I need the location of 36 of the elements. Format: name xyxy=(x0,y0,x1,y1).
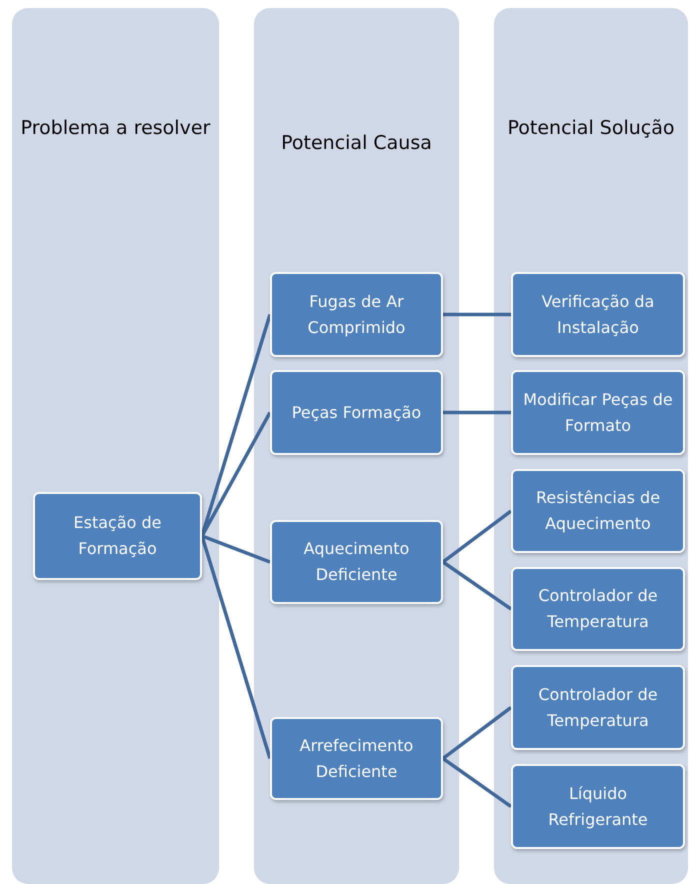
process-box xyxy=(511,665,685,750)
connector-line xyxy=(442,510,512,564)
box-label: Aquecimento Deficiente xyxy=(302,538,410,586)
column-band xyxy=(494,8,688,884)
box-label: Arrefecimento Deficiente xyxy=(298,734,414,782)
process-box xyxy=(270,717,443,800)
box-label: Modificar Peças de Formato xyxy=(522,388,674,436)
process-box xyxy=(511,567,685,651)
box-label: Peças Formação xyxy=(292,402,422,424)
process-box xyxy=(270,272,443,357)
connector-line xyxy=(442,706,512,760)
box-label: Líquido Refrigerante xyxy=(547,782,649,830)
connector-line xyxy=(443,312,511,316)
process-box xyxy=(270,520,443,604)
process-box xyxy=(511,272,685,357)
connector-line xyxy=(201,534,271,564)
connector-line xyxy=(442,560,512,610)
column-heading: Potencial Causa xyxy=(280,131,433,156)
process-box xyxy=(511,469,685,553)
connector-line xyxy=(442,757,512,808)
box-label: Resistências de Aquecimento xyxy=(534,487,662,535)
connector-line xyxy=(200,535,272,760)
box-label: Estação de Formação xyxy=(72,512,162,560)
box-label: Fugas de Ar Comprimido xyxy=(306,290,406,338)
column-heading: Problema a resolver xyxy=(20,116,211,141)
column-band xyxy=(254,8,459,884)
process-box xyxy=(270,370,443,455)
column-heading: Potencial Solução xyxy=(506,116,676,141)
box-label: Controlador de Temperatura xyxy=(537,585,659,633)
box-label: Controlador de Temperatura xyxy=(537,684,659,732)
process-box xyxy=(511,370,685,455)
process-box xyxy=(511,764,685,849)
process-box xyxy=(33,492,202,580)
connector-line xyxy=(443,410,511,414)
column-band xyxy=(12,8,219,884)
box-label: Verificação da Instalação xyxy=(540,290,656,338)
